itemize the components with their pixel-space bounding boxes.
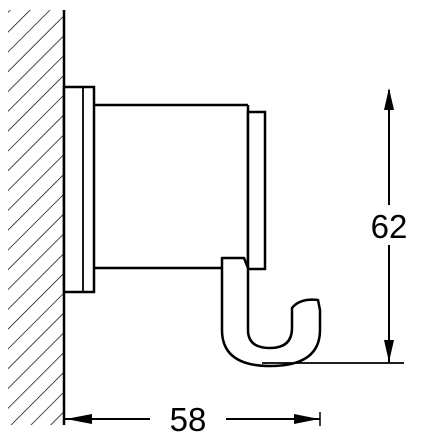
hook-arm [220, 256, 322, 368]
height-arrow-top [384, 88, 394, 110]
height-dimension: 62 [262, 88, 414, 364]
width-dimension: 58 [64, 401, 321, 438]
width-arrow-right [294, 414, 319, 424]
hook-body [94, 103, 267, 271]
height-label: 62 [371, 208, 408, 245]
wall-hatching [8, 10, 64, 425]
width-arrow-left [66, 414, 92, 424]
mounting-plate [62, 85, 96, 294]
hook-outer-outline [220, 256, 322, 368]
wall-section [8, 10, 66, 425]
width-label: 58 [170, 401, 207, 438]
height-arrow-bottom [384, 340, 394, 362]
plate-outer [62, 85, 96, 294]
end-cap [246, 110, 267, 271]
height-label-gap [364, 205, 414, 245]
